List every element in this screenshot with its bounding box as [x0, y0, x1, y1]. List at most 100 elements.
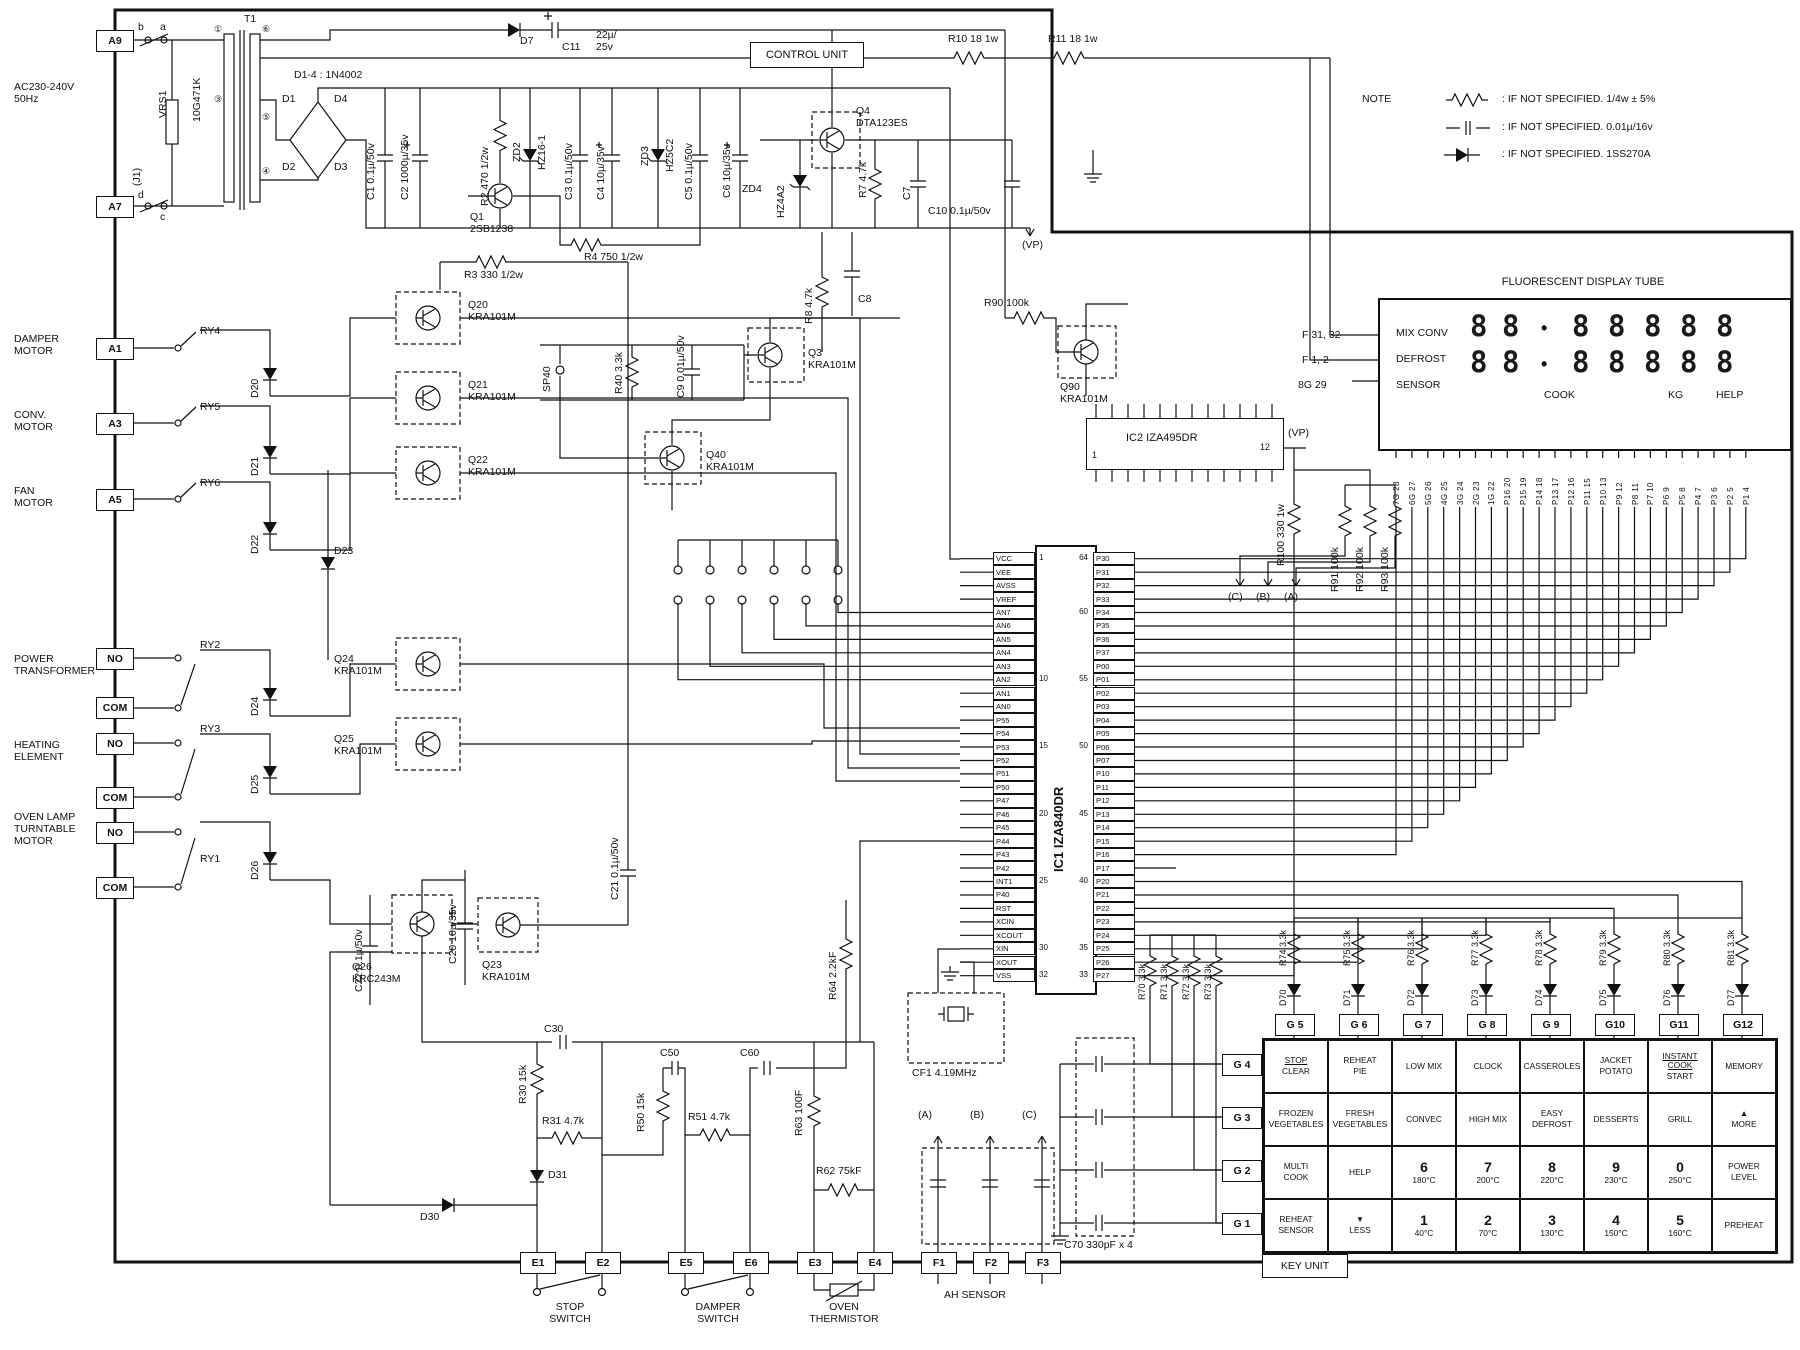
- r79-label: R79 3.3k: [1598, 929, 1608, 966]
- ic1-pin-P50: P50: [993, 780, 1035, 795]
- r50-label: R50 15k: [635, 1092, 647, 1132]
- connector-f2: F2: [973, 1252, 1009, 1274]
- thermistor-symbol: [829, 1283, 859, 1297]
- r62-label: R62 75kF: [816, 1165, 862, 1177]
- c30-label: C30: [544, 1023, 564, 1035]
- ic1-pin-number-1: 1: [1039, 553, 1044, 562]
- key-clock: CLOCK: [1456, 1040, 1520, 1093]
- display-pin-label: 5G 26: [1423, 481, 1433, 505]
- ic1-name: IC1 IZA840DR: [1051, 786, 1066, 872]
- zd2-val-label: HZ16-1: [536, 134, 548, 170]
- ic1-pin-AN7: AN7: [993, 605, 1035, 620]
- ic1-pin-number-10: 10: [1039, 674, 1048, 684]
- key-label-top: 0: [1676, 1159, 1684, 1176]
- g-row-g2: G 2: [1222, 1160, 1262, 1182]
- display-pin-label: P1 4: [1741, 486, 1751, 505]
- r100-label: R100 330 1w: [1275, 504, 1287, 566]
- connector-e5: E5: [668, 1252, 704, 1274]
- r76-label: R76 3.3k: [1406, 929, 1416, 966]
- r74-label: R74 3.3k: [1278, 929, 1288, 966]
- key-label-bottom: 250°C: [1668, 1175, 1692, 1186]
- zd3-label: ZD3: [639, 146, 651, 166]
- ic1-pin-P52: P52: [993, 753, 1035, 768]
- jb-label: b: [138, 21, 144, 33]
- cB-label: (B): [1256, 591, 1270, 603]
- ic1-pin-number-20: 20: [1039, 808, 1048, 818]
- r7-label: R7 4.7k: [857, 161, 869, 198]
- note-row-diode-symbol: : IF NOT SPECIFIED. 1SS270A: [1502, 148, 1651, 160]
- c4-label: C4 10µ/35v: [595, 146, 607, 200]
- display-digit: 8: [1608, 309, 1626, 343]
- r63-label: R63 100F: [793, 1089, 805, 1136]
- ic1-pin-P45: P45: [993, 821, 1035, 835]
- ic1-pin-number-50: 50: [1079, 741, 1088, 751]
- wires-bottom-section: [329, 840, 1050, 1302]
- ic1-pin-P24: P24: [1093, 928, 1135, 943]
- display-pin-label: P12 16: [1566, 477, 1576, 505]
- key-label-top: EASY: [1540, 1108, 1564, 1119]
- r90-label: R90 100k: [984, 297, 1029, 309]
- c21-label: C21 0.1µ/50v: [609, 837, 621, 900]
- connector-f1: F1: [921, 1252, 957, 1274]
- ic1-pin-number-35: 35: [1079, 943, 1088, 953]
- d1-label: D1: [282, 93, 296, 105]
- ic1-pin-P23: P23: [1093, 915, 1135, 929]
- ic1-pin-P33: P33: [1093, 592, 1135, 606]
- c1-label: C1 0.1µ/50v: [365, 143, 377, 200]
- ry5-label: RY5: [200, 401, 221, 413]
- c20-label: C20 10µ/35v: [447, 904, 459, 964]
- d7-label: D7: [520, 35, 534, 47]
- zd3-val-label: HZ5C2: [664, 138, 676, 172]
- display-digit: 8: [1680, 309, 1698, 343]
- ic1-pin-AN5: AN5: [993, 632, 1035, 647]
- d70-label: D70: [1278, 989, 1288, 1006]
- t1-label: T1: [244, 13, 257, 25]
- c10-label: C10 0.1µ/50v: [928, 205, 991, 217]
- key-label-top: 6: [1420, 1159, 1428, 1176]
- connector-com-10: COM: [96, 877, 134, 899]
- key-label-bottom: 150°C: [1604, 1228, 1628, 1239]
- key-label-bottom: MORE: [1731, 1119, 1757, 1129]
- key-label-bottom: 220°C: [1540, 1175, 1564, 1186]
- d20-label: D20: [249, 378, 261, 398]
- display-pin-label: P15 19: [1519, 477, 1529, 505]
- display-pin-label: 3G 24: [1455, 481, 1465, 505]
- key-label-bottom: LESS: [1349, 1225, 1371, 1235]
- ic1-pin-number-40: 40: [1079, 875, 1088, 885]
- c7-label: C7: [901, 186, 913, 200]
- connector-a9-0: A9: [96, 30, 134, 52]
- ic1-pin-VCC: VCC: [993, 552, 1035, 566]
- q1-label: Q1 2SB1238: [470, 211, 514, 235]
- key-label-top: 7: [1484, 1159, 1492, 1176]
- jd-label: d: [138, 189, 144, 201]
- key-label-top: GRILL: [1667, 1113, 1693, 1124]
- q21-label: Q21 KRA101M: [468, 379, 516, 403]
- ry3-label: RY3: [200, 723, 221, 735]
- fluorescent-display: [1378, 298, 1792, 451]
- transformer-pin-4: ⑤: [262, 112, 271, 122]
- cA-label: (A): [1284, 591, 1298, 603]
- key-label-top: ▼: [1355, 1214, 1365, 1225]
- r78-label: R78 3.3k: [1534, 929, 1544, 966]
- ic1-pin-number-60: 60: [1079, 606, 1088, 616]
- ic1-pin-AN6: AN6: [993, 619, 1035, 633]
- ic1-pin-number-64: 64: [1079, 553, 1088, 562]
- connector-a5-4: A5: [96, 489, 134, 511]
- ic1-pin-number-25: 25: [1039, 875, 1048, 885]
- key-label-top: ▲: [1739, 1108, 1749, 1119]
- jc-label: c: [160, 211, 166, 223]
- d74-label: D74: [1534, 989, 1544, 1006]
- display-title: FLUORESCENT DISPLAY TUBE: [1501, 276, 1665, 288]
- key-label-top: REHEAT: [1279, 1214, 1313, 1225]
- stopsw-label: STOP SWITCH: [549, 1301, 591, 1325]
- ic1-pin-number-32: 32: [1039, 969, 1048, 979]
- sensor-label: SENSOR: [1396, 379, 1441, 391]
- ic1-pin-P42: P42: [993, 861, 1035, 875]
- help-label: HELP: [1716, 389, 1744, 401]
